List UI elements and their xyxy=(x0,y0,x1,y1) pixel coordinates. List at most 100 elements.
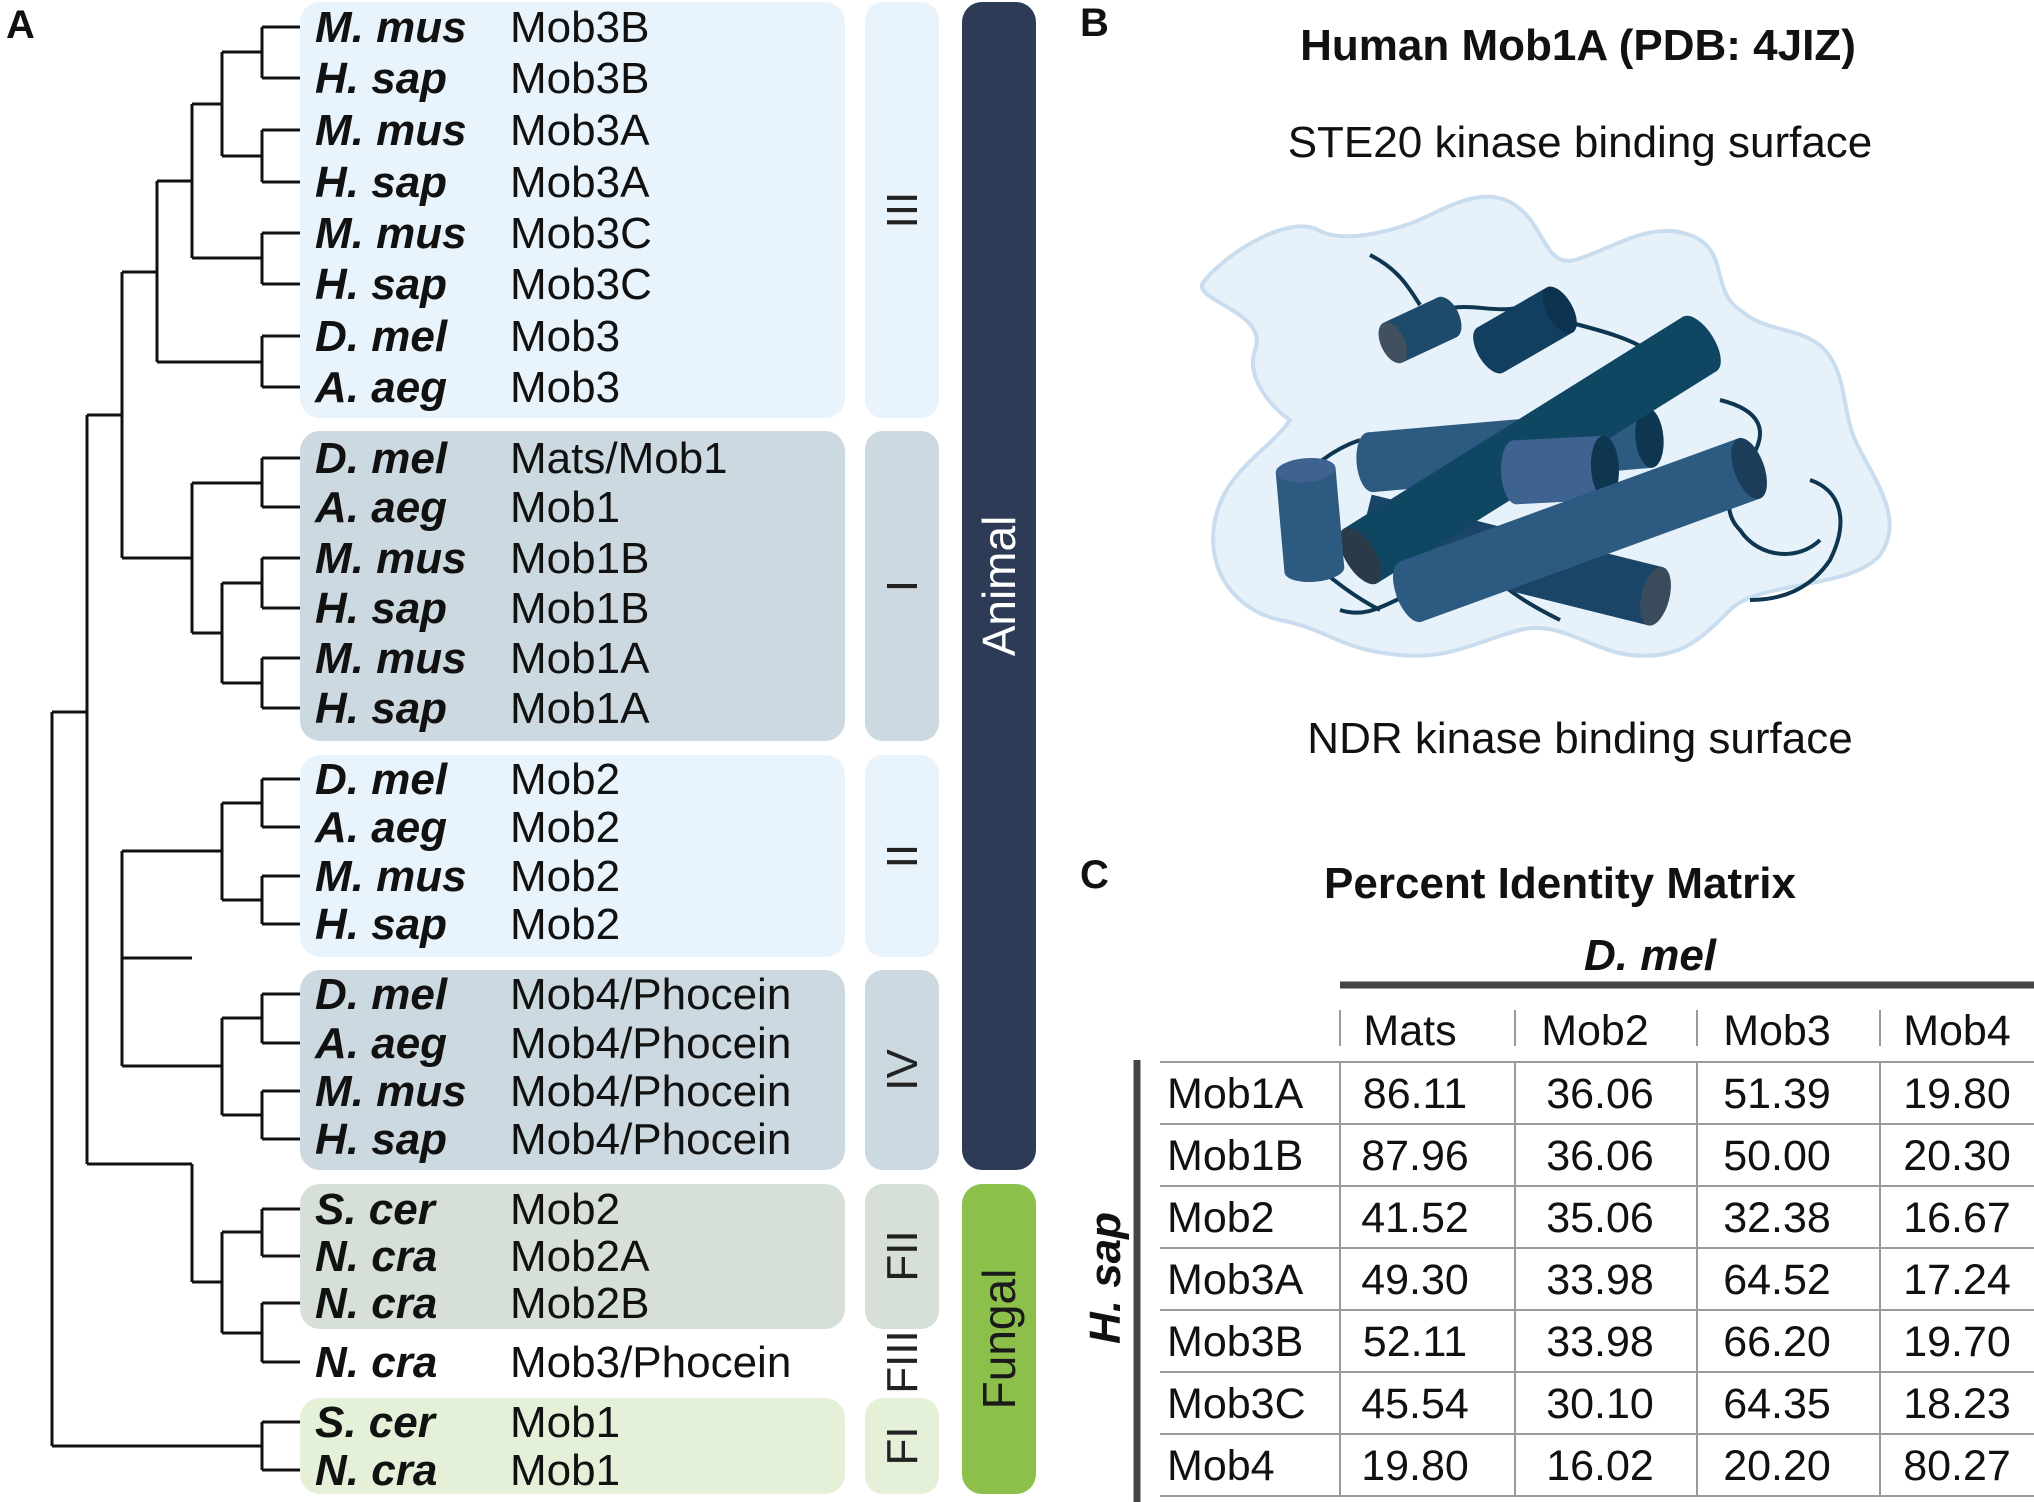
leaf-gene: Mob4/Phocein xyxy=(510,970,791,1019)
leaf-gene: Mob4/Phocein xyxy=(510,1067,791,1116)
matrix-cell: 32.38 xyxy=(1723,1194,1831,1242)
panel-a-letter: A xyxy=(6,3,35,47)
leaf-species: M. mus xyxy=(315,634,467,683)
leaf-species: H. sap xyxy=(315,260,447,309)
leaf-species: M. mus xyxy=(315,209,467,258)
leaf-gene: Mob1 xyxy=(510,1446,620,1495)
leaf-species: D. mel xyxy=(315,970,448,1019)
helix xyxy=(1393,437,1767,623)
leaf-gene: Mob2 xyxy=(510,803,620,852)
group-label-i: I xyxy=(878,580,927,592)
group-box-iii xyxy=(865,2,939,418)
clade-box-ii xyxy=(300,755,845,957)
leaf-gene: Mob2A xyxy=(510,1232,650,1281)
matrix-cell: 19.70 xyxy=(1903,1318,2011,1366)
leaf-gene: Mob2B xyxy=(510,1279,649,1328)
clade-box-iv xyxy=(300,970,845,1170)
clade-box-fi xyxy=(300,1398,845,1494)
leaf-gene: Mob3A xyxy=(510,158,650,207)
group-box-i xyxy=(865,431,939,741)
leaf-gene: Mob1 xyxy=(510,483,620,532)
leaf-gene: Mob3/Phocein xyxy=(510,1338,791,1387)
matrix-column-group: D. mel xyxy=(1584,931,1717,980)
group-label-ii: II xyxy=(878,844,927,868)
leaf-species: D. mel xyxy=(315,755,448,804)
leaf-gene: Mob1B xyxy=(510,534,649,583)
kingdom-label-animal: Animal xyxy=(973,516,1025,657)
leaf-gene: Mob3B xyxy=(510,54,649,103)
leaf-species: M. mus xyxy=(315,1067,467,1116)
matrix-row-label: Mob3B xyxy=(1167,1318,1303,1366)
leaf-gene: Mob3 xyxy=(510,363,620,412)
matrix-cell: 16.67 xyxy=(1903,1194,2011,1242)
panel-b-letter: B xyxy=(1080,1,1109,45)
kingdom-bar-animal xyxy=(962,2,1036,1170)
leaf-species: S. cer xyxy=(315,1398,438,1447)
leaf-species: H. sap xyxy=(315,584,447,633)
leaf-species: A. aeg xyxy=(314,803,447,852)
matrix-cell: 36.06 xyxy=(1546,1070,1654,1118)
leaf-species: D. mel xyxy=(315,434,448,483)
leaf-species: H. sap xyxy=(315,684,447,733)
matrix-cell: 66.20 xyxy=(1723,1318,1831,1366)
leaf-labels: M. mus Mob3B H. sap Mob3B M. mus Mob3A H… xyxy=(314,3,791,1495)
table-row: Mob2 41.52 35.06 32.38 16.67 xyxy=(1167,1194,2011,1242)
matrix-cell: 36.06 xyxy=(1546,1132,1654,1180)
leaf-gene: Mob1 xyxy=(510,1398,620,1447)
matrix-cell: 30.10 xyxy=(1546,1380,1654,1428)
panel-c-letter: C xyxy=(1080,853,1109,897)
matrix-cell: 50.00 xyxy=(1723,1132,1831,1180)
group-box-fii xyxy=(865,1184,939,1329)
group-label-fi: FI xyxy=(878,1426,927,1465)
leaf-species: N. cra xyxy=(315,1446,437,1495)
ste20-surface-label: STE20 kinase binding surface xyxy=(1288,118,1873,167)
kingdom-label-fungal: Fungal xyxy=(973,1269,1025,1410)
group-label-fiii: FIII xyxy=(878,1330,927,1394)
leaf-species: A. aeg xyxy=(314,1019,447,1068)
matrix-row-label: Mob3A xyxy=(1167,1256,1304,1304)
leaf-species: H. sap xyxy=(315,1115,447,1164)
matrix-cell: 33.98 xyxy=(1546,1318,1654,1366)
helix xyxy=(1275,457,1345,583)
group-label-fii: FII xyxy=(878,1230,927,1281)
group-label-iv: IV xyxy=(878,1049,927,1091)
structure-title: Human Mob1A (PDB: 4JIZ) xyxy=(1300,21,1856,70)
matrix-cell: 80.27 xyxy=(1903,1442,2011,1490)
table-grid xyxy=(1160,1010,2034,1497)
matrix-cell: 45.54 xyxy=(1361,1380,1469,1428)
matrix-col-header: Mob2 xyxy=(1541,1007,1649,1055)
leaf-gene: Mob3C xyxy=(510,209,652,258)
table-row: Mob4 19.80 16.02 20.20 80.27 xyxy=(1167,1442,2011,1490)
group-box-iv xyxy=(865,970,939,1170)
leaf-species: M. mus xyxy=(315,852,467,901)
leaf-species: N. cra xyxy=(315,1338,437,1387)
matrix-cell: 35.06 xyxy=(1546,1194,1654,1242)
table-row: Mob3B 52.11 33.98 66.20 19.70 xyxy=(1167,1318,2011,1366)
matrix-cell: 17.24 xyxy=(1903,1256,2011,1304)
leaf-species: N. cra xyxy=(315,1279,437,1328)
matrix-title: Percent Identity Matrix xyxy=(1324,859,1796,908)
matrix-col-header: Mats xyxy=(1363,1007,1456,1055)
leaf-gene: Mob1A xyxy=(510,684,650,733)
leaf-species: H. sap xyxy=(315,54,447,103)
leaf-gene: Mob4/Phocein xyxy=(510,1019,791,1068)
matrix-cell: 52.11 xyxy=(1363,1318,1467,1366)
leaf-gene: Mob2 xyxy=(510,900,620,949)
phylogenetic-tree xyxy=(50,25,300,1472)
leaf-species: A. aeg xyxy=(314,363,447,412)
leaf-gene: Mob3C xyxy=(510,260,652,309)
table-row: Mob1B 87.96 36.06 50.00 20.30 xyxy=(1167,1132,2011,1180)
group-label-iii: III xyxy=(878,192,927,229)
leaf-species: M. mus xyxy=(315,534,467,583)
leaf-gene: Mob2 xyxy=(510,852,620,901)
matrix-cell: 87.96 xyxy=(1361,1132,1469,1180)
matrix-row-label: Mob1A xyxy=(1167,1070,1304,1118)
matrix-cell: 41.52 xyxy=(1361,1194,1469,1242)
matrix-row-label: Mob3C xyxy=(1167,1380,1306,1428)
leaf-gene: Mats/Mob1 xyxy=(510,434,728,483)
matrix-col-header: Mob4 xyxy=(1903,1007,2011,1055)
matrix-cell: 18.23 xyxy=(1903,1380,2011,1428)
leaf-gene: Mob3B xyxy=(510,3,649,52)
leaf-gene: Mob2 xyxy=(510,1185,620,1234)
